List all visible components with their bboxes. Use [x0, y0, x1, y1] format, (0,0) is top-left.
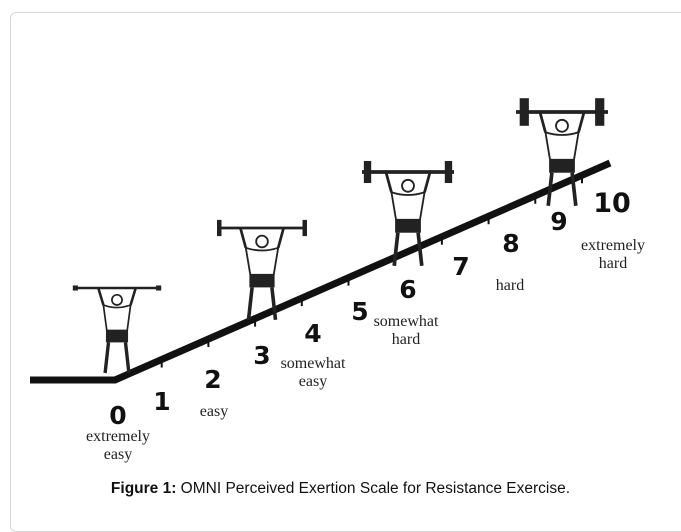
descriptor-extremely-easy: extremely easy — [86, 428, 150, 463]
descriptor-hard: hard — [496, 277, 524, 294]
descriptor-easy: easy — [200, 403, 228, 420]
lifter-figure-2-icon — [216, 219, 308, 320]
svg-text:somewhat: somewhat — [281, 355, 346, 372]
scale-number-7: 7 — [452, 252, 469, 281]
lifter-figure-3-icon — [361, 160, 455, 267]
svg-text:easy: easy — [104, 446, 132, 463]
scale-number-5: 5 — [351, 297, 368, 326]
svg-text:hard: hard — [496, 277, 524, 294]
lifter-figure-1-icon — [72, 285, 162, 374]
scale-number-4: 4 — [304, 319, 321, 348]
scale-number-2: 2 — [204, 365, 221, 394]
svg-text:extremely: extremely — [581, 237, 645, 254]
figure-caption: Figure 1: OMNI Perceived Exertion Scale … — [0, 480, 681, 498]
lifter-figure-4-icon — [515, 98, 609, 207]
svg-text:easy: easy — [200, 403, 228, 420]
figure-frame — [10, 12, 681, 532]
ramp-line — [30, 159, 612, 384]
scale-number-10: 10 — [593, 188, 631, 219]
descriptor-extremely-hard: extremely hard — [581, 237, 645, 272]
scale-number-0: 0 — [109, 401, 126, 430]
svg-text:hard: hard — [599, 255, 627, 272]
scale-number-1: 1 — [153, 387, 170, 416]
descriptor-somewhat-hard: somewhat hard — [374, 313, 439, 348]
caption-label: Figure 1: — [110, 480, 177, 497]
descriptor-somewhat-easy: somewhat easy — [281, 355, 346, 390]
svg-text:hard: hard — [392, 331, 420, 348]
svg-text:extremely: extremely — [86, 428, 150, 445]
svg-text:easy: easy — [299, 373, 327, 390]
scale-number-6: 6 — [399, 275, 416, 304]
svg-text:somewhat: somewhat — [374, 313, 439, 330]
scale-number-8: 8 — [502, 229, 519, 258]
omni-scale-diagram: 0 1 2 3 4 5 6 7 8 9 10 extremely easy ea… — [30, 98, 645, 463]
caption-text: OMNI Perceived Exertion Scale for Resist… — [176, 480, 571, 497]
scale-number-3: 3 — [253, 341, 270, 370]
scale-number-9: 9 — [550, 207, 567, 236]
